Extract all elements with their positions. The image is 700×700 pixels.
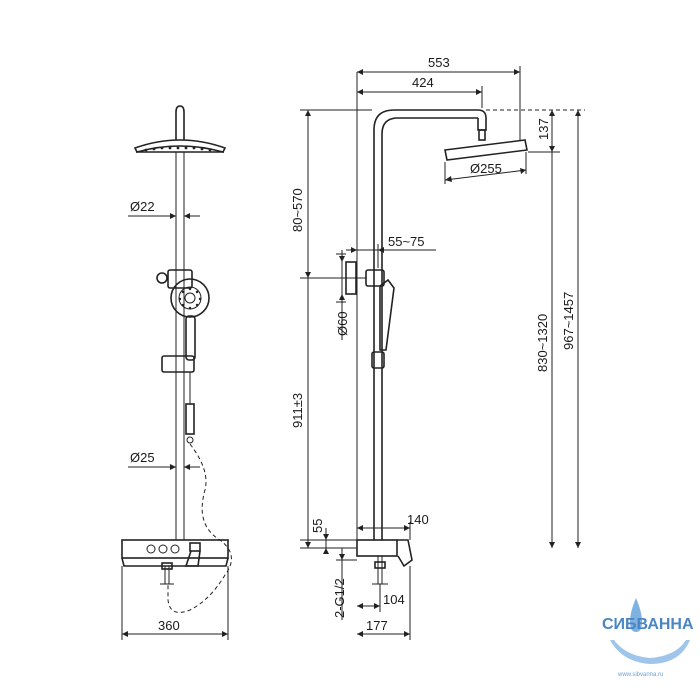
total-range-label: 967~1457: [561, 292, 576, 350]
bathtub-icon: [610, 640, 690, 664]
mount-height-label: 911±3: [290, 393, 305, 428]
hose-nut: [186, 436, 194, 444]
hand-shower-head: [170, 278, 210, 361]
riser-arm-inner: [381, 117, 478, 540]
wall-bracket-side: [345, 261, 385, 295]
wall-plate-diameter-label: Ø60: [335, 311, 350, 336]
inlet-depth-dim: 104: [357, 584, 405, 612]
overhead-shower-head: [133, 139, 227, 153]
mount-height-dim: 911±3: [290, 278, 311, 548]
shower-arm-elbow: [477, 109, 487, 131]
total-depth-label: 177: [366, 618, 388, 633]
overhead-head-side: [444, 139, 528, 161]
mixer-lever: [184, 550, 201, 567]
hose-dashed-path: [167, 443, 232, 613]
hand-shower-side: [379, 278, 395, 351]
rail-range-label: 830~1320: [535, 314, 550, 372]
shelf-width-label: 360: [158, 618, 180, 633]
head-diameter-label: Ø255: [470, 161, 502, 176]
riser-arm-outer: [373, 109, 478, 540]
head-drop-dim: 137: [536, 110, 555, 152]
front-view: Ø22 Ø25: [121, 105, 232, 640]
watermark: СИБВАННА www.sibvanna.ru: [602, 598, 694, 678]
watermark-brand: СИБВАННА: [602, 616, 694, 633]
pipe-bottom-diameter-dim: Ø25: [128, 450, 200, 470]
shelf-height-dim: 55: [300, 519, 357, 554]
thermostat-shelf-front: [121, 539, 229, 567]
head-connector: [478, 129, 486, 141]
arm-length-label: 424: [412, 75, 434, 90]
shelf-height-label: 55: [310, 519, 325, 533]
thermostat-shelf-side: [356, 539, 413, 585]
inlet-depth-label: 104: [383, 592, 405, 607]
total-depth-dim: 177: [357, 566, 411, 640]
inlet-thread-label: 2-G1/2: [332, 578, 347, 618]
hose-fitting: [185, 403, 195, 435]
wall-plate-diameter-dim: Ø60: [335, 250, 350, 340]
pipe-top-diameter-label: Ø22: [130, 199, 155, 214]
inlet-thread-dim: 2-G1/2: [332, 548, 357, 620]
control-button-1: [146, 544, 156, 554]
arm-length-dim: 424: [357, 75, 483, 108]
shelf-depth-dim: 140: [357, 512, 429, 540]
bracket-knob: [156, 272, 168, 284]
total-width-dim: 553: [357, 55, 521, 140]
control-button-3: [170, 544, 180, 554]
mixer-lever-base: [189, 542, 201, 552]
side-lever: [397, 539, 413, 568]
rail-range-dim: 830~1320: [535, 152, 555, 548]
pipe-top-diameter-dim: Ø22: [128, 199, 200, 219]
head-drop-label: 137: [536, 118, 551, 140]
pipe-bottom-diameter-label: Ø25: [130, 450, 155, 465]
total-width-label: 553: [428, 55, 450, 70]
lower-bracket-side: [371, 351, 385, 369]
bracket-offset-label: 55~75: [388, 234, 425, 249]
shelf-width-dim: 360: [121, 566, 229, 640]
bracket-offset-dim: 55~75: [346, 234, 436, 268]
head-diameter-dim: Ø255: [444, 152, 527, 184]
upper-range-label: 80~570: [290, 188, 305, 232]
watermark-url: www.sibvanna.ru: [617, 672, 663, 678]
shelf-depth-label: 140: [407, 512, 429, 527]
lower-slide-bracket: [161, 355, 195, 373]
total-range-dim: 967~1457: [561, 110, 581, 548]
front-inlet: [160, 562, 174, 585]
control-button-2: [158, 544, 168, 554]
upper-range-dim: 80~570: [290, 110, 311, 278]
riser-top-cap: [175, 105, 185, 140]
water-drop-icon: [630, 598, 642, 632]
side-view: Ø255 553 424 137: [290, 55, 585, 640]
